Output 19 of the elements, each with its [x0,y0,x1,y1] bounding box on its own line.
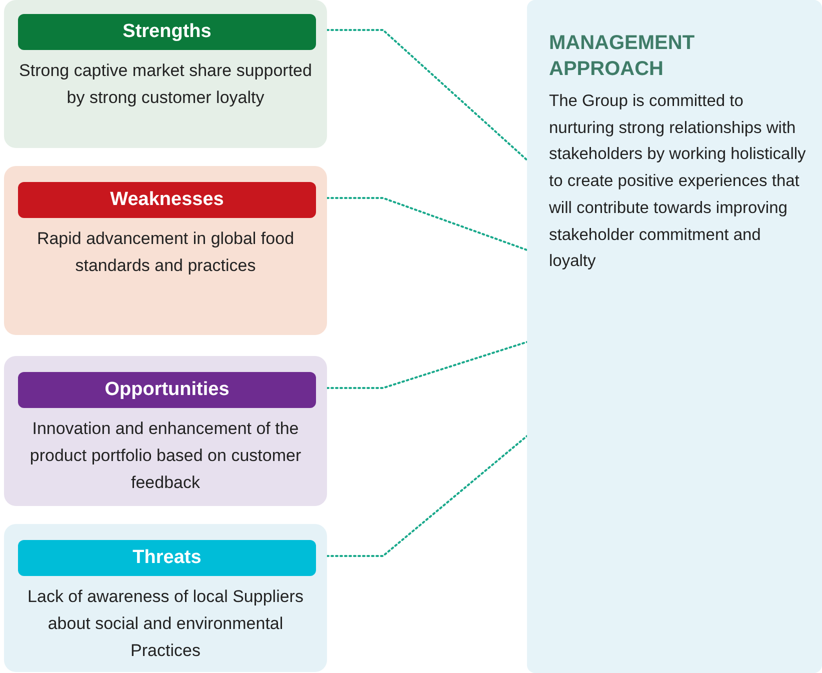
heading-banner: Weaknesses [18,182,316,218]
dotted-connector [326,197,528,251]
swot-card [4,0,327,148]
swot-card [4,356,327,506]
heading-banner: Strengths [18,14,316,50]
card-text: Lack of awareness of local Suppliers about social and environmental Practices [26,586,304,662]
dotted-connector [326,341,528,389]
card-text: Innovation and enhancement of the product portfolio based on customer feedback [28,418,302,494]
card-text: Strong captive market share supported by strong customer loyalty [18,60,313,109]
heading-banner: Opportunities [18,372,316,408]
dotted-connector [326,435,528,557]
heading-banner: Threats [18,540,316,576]
panel-heading: MANAGEMENT APPROACH [549,31,696,82]
swot-card [4,524,327,672]
approach-panel [527,0,822,673]
swot-card [4,166,327,335]
panel-text: The Group is committed to nurturing strong relationships with stakeholders by working holistically to create positive experiences that will contribute towards improving stakeholder commitment and loyalty [549,91,807,272]
dotted-connector [326,29,528,161]
card-text: Rapid advancement in global food standards and practices [36,228,296,277]
